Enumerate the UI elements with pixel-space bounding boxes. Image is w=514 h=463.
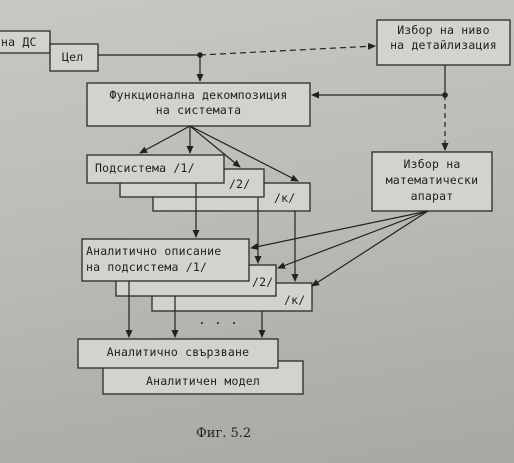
math-apparatus-box <box>371 151 493 212</box>
model-label: Аналитичен модел <box>146 374 260 388</box>
analytic-description-label-2: на подсистема /1/ <box>86 260 208 274</box>
decomposition-label-2: на системата <box>155 103 242 117</box>
analytic-description-label-1: Аналитично описание <box>86 244 222 258</box>
ds-label: на ДС <box>1 35 37 49</box>
integration-label: Аналитично свързване <box>106 345 250 359</box>
ds-box <box>0 30 51 54</box>
detail-level-label-1: Избор на ниво <box>397 23 490 37</box>
analytic-1-box <box>81 238 250 282</box>
math-apparatus-label-1: Избор на <box>403 157 461 171</box>
goal-box <box>49 43 99 72</box>
subsystem-1-label: Подсистема /1/ <box>95 161 195 175</box>
integration-box <box>77 338 279 369</box>
analytic-k-label: /к/ <box>284 293 306 307</box>
decomposition-box <box>86 82 311 127</box>
goal-label: Цел <box>62 50 84 64</box>
detail-level-label-2: на детайлизация <box>390 38 497 52</box>
analytic-2-label: /2/ <box>252 275 274 289</box>
figure-caption: Фиг. 5.2 <box>196 426 252 441</box>
math-apparatus-label-2: математически <box>385 173 479 187</box>
subsystem-2-label: /2/ <box>229 177 251 191</box>
ellipsis-dots: . . . <box>198 313 239 328</box>
math-apparatus-label-3: апарат <box>410 189 454 203</box>
decomposition-label-1: Функционална декомпозиция <box>109 88 288 102</box>
subsystem-k-label: /к/ <box>274 191 296 205</box>
detail-level-box <box>376 19 511 66</box>
subsystem-1-box <box>86 154 225 184</box>
